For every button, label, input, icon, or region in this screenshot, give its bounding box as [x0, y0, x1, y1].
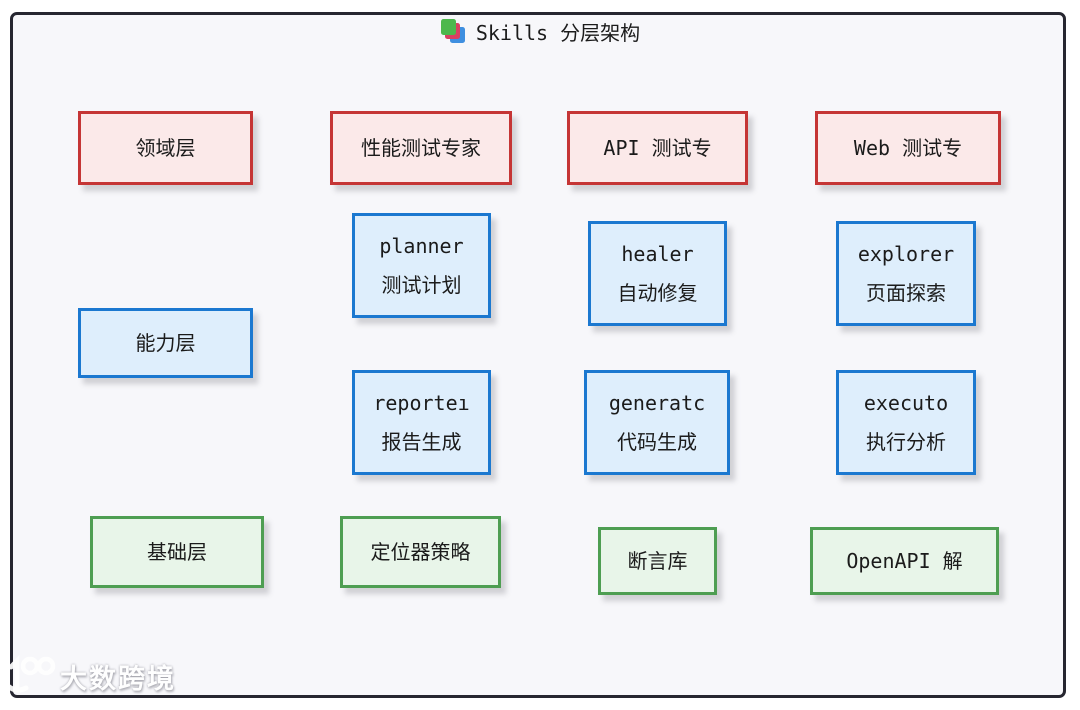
node-label-cn: 执行分析 — [866, 429, 946, 454]
diagram-title: Skills 分层架构 — [0, 17, 1080, 46]
node-web-expert: Web 测试专 — [815, 111, 1001, 185]
node-assertion-lib: 断言库 — [598, 527, 717, 595]
node-locator-strategy: 定位器策略 — [340, 516, 501, 588]
node-label-en: healer — [621, 241, 694, 266]
title-text: Skills 分层架构 — [475, 21, 641, 45]
node-performance-expert: 性能测试专家 — [330, 111, 512, 185]
node-label-cn: 代码生成 — [617, 429, 697, 454]
node-reporter: reporteı 报告生成 — [352, 370, 491, 475]
node-label-cn: 页面探索 — [866, 280, 946, 305]
node-executor: executo 执行分析 — [836, 370, 976, 475]
node-label-en: explorer — [857, 241, 955, 266]
node-label-en: reporteı — [373, 390, 470, 415]
node-label: 基础层 — [147, 539, 207, 564]
node-label: 性能测试专家 — [361, 135, 481, 160]
node-label-cn: 自动修复 — [617, 280, 698, 305]
node-label: OpenAPI 解 — [846, 548, 963, 573]
node-domain-layer: 领域层 — [78, 111, 253, 185]
node-openapi-parser: OpenAPI 解 — [810, 527, 999, 595]
node-label: 能力层 — [135, 330, 196, 355]
node-foundation-layer: 基础层 — [90, 516, 264, 588]
node-label-cn: 报告生成 — [381, 429, 462, 454]
node-label-cn: 测试计划 — [381, 272, 462, 297]
node-label-en: executo — [863, 390, 949, 415]
node-label-en: generatc — [608, 390, 706, 415]
node-healer: healer 自动修复 — [588, 221, 727, 326]
node-label: 领域层 — [135, 135, 196, 160]
node-label: 断言库 — [627, 548, 688, 573]
node-label: API 测试专 — [603, 135, 712, 160]
node-generator: generatc 代码生成 — [584, 370, 730, 475]
node-api-expert: API 测试专 — [567, 111, 748, 185]
node-label: 定位器策略 — [370, 539, 471, 564]
node-explorer: explorer 页面探索 — [836, 221, 976, 326]
layers-icon — [440, 18, 467, 45]
node-label-en: planner — [379, 233, 464, 258]
node-capability-layer: 能力层 — [78, 308, 253, 378]
node-label: Web 测试专 — [853, 135, 963, 160]
node-planner: planner 测试计划 — [352, 213, 491, 318]
